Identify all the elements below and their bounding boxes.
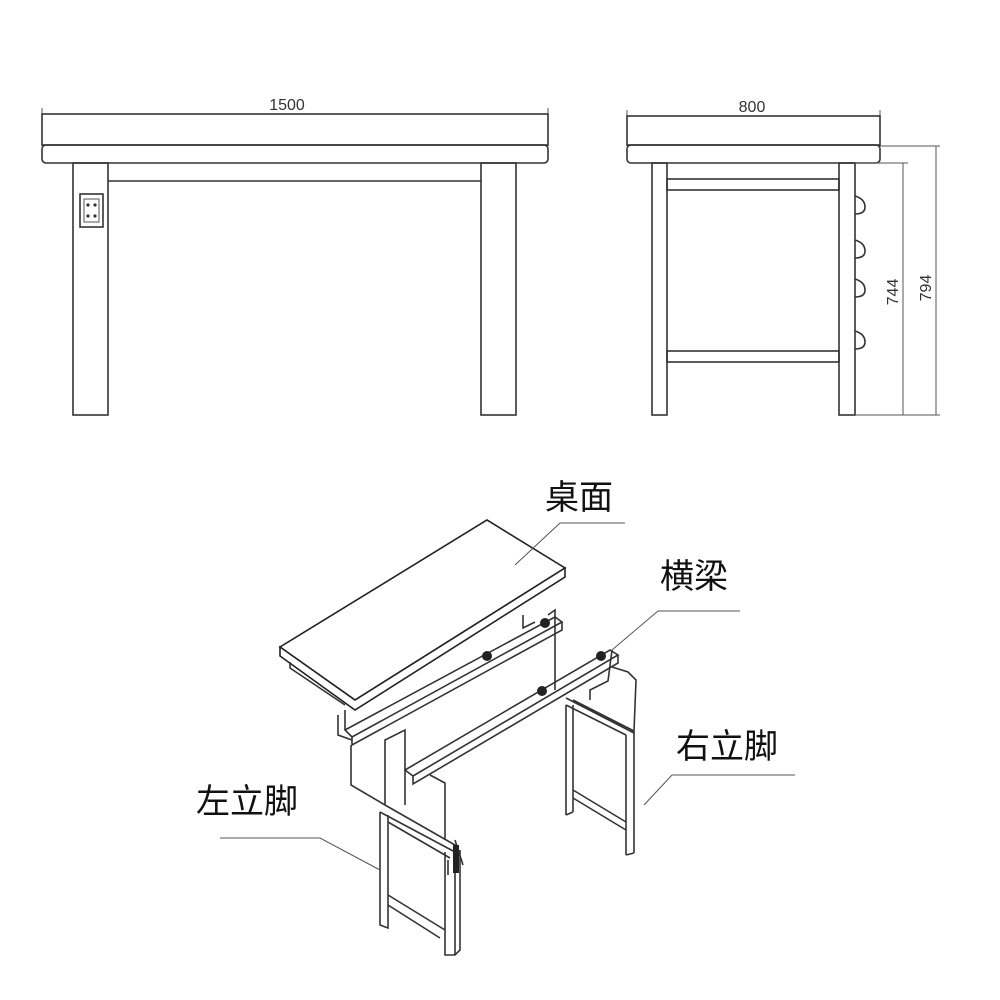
crossbeam-label: 横梁 bbox=[660, 557, 728, 597]
side-upper-crossbar bbox=[666, 178, 840, 191]
exploded-tabletop bbox=[278, 519, 567, 711]
hook-icons bbox=[854, 195, 866, 350]
leg-height-label: 744 bbox=[885, 279, 902, 306]
left-leg-label: 左立脚 bbox=[196, 782, 298, 822]
exploded-right-leg bbox=[547, 608, 637, 856]
depth-dimension: 800 bbox=[626, 99, 881, 146]
exploded-left-leg bbox=[337, 710, 464, 956]
front-right-leg bbox=[480, 162, 517, 416]
front-view: 1500 bbox=[41, 97, 549, 416]
side-lower-crossbar bbox=[666, 350, 840, 363]
label-crossbeam: 横梁 bbox=[611, 557, 740, 651]
exploded-view: 桌面 横梁 右立脚 左立脚 bbox=[196, 478, 795, 956]
exploded-front-crossbeam bbox=[403, 649, 620, 786]
front-tabletop-edge bbox=[41, 144, 549, 164]
height-dimensions: 744 794 bbox=[855, 145, 940, 416]
right-leg-label: 右立脚 bbox=[676, 727, 778, 767]
front-width-dimension: 1500 bbox=[41, 97, 549, 146]
side-tabletop bbox=[626, 115, 881, 146]
side-right-leg bbox=[838, 162, 856, 416]
front-left-leg bbox=[72, 162, 109, 416]
label-left-leg: 左立脚 bbox=[196, 782, 381, 871]
label-tabletop: 桌面 bbox=[514, 478, 625, 566]
front-tabletop bbox=[41, 113, 549, 146]
width-dimension-label: 1500 bbox=[269, 97, 305, 114]
label-right-leg: 右立脚 bbox=[643, 727, 795, 806]
side-view: 800 744 794 bbox=[626, 99, 940, 416]
power-outlet-icon bbox=[79, 193, 104, 228]
exploded-back-crossbeam bbox=[343, 615, 564, 747]
total-height-label: 794 bbox=[918, 275, 935, 302]
depth-dimension-label: 800 bbox=[739, 99, 766, 116]
side-tabletop-edge bbox=[626, 144, 881, 164]
side-left-leg bbox=[651, 162, 668, 416]
tabletop-label: 桌面 bbox=[545, 478, 613, 518]
